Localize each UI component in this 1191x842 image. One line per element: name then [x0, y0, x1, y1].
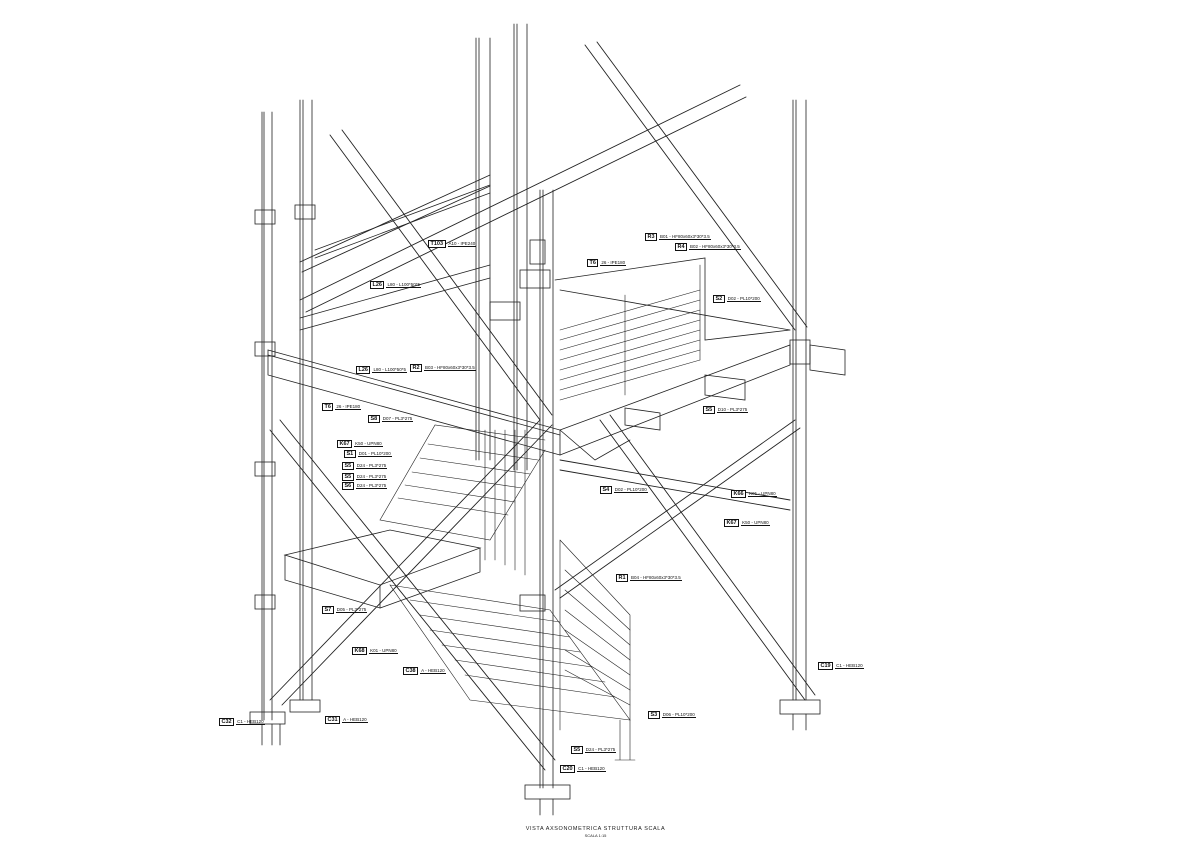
steel-columns	[261, 23, 807, 789]
caption-scale: SCALA 1:15	[584, 833, 607, 838]
caption-title: VISTA AXSONOMETRICA STRUTTURA SCALA	[525, 826, 666, 832]
lower-landing	[283, 529, 482, 609]
base-plates	[249, 699, 821, 816]
upper-landing-frame	[267, 184, 846, 461]
upper-stair-flight	[379, 424, 546, 576]
lower-stair-flight	[389, 539, 636, 761]
connection-plates	[254, 204, 811, 612]
upper-railing	[559, 264, 701, 401]
diagonal-bracing	[269, 41, 816, 771]
drawing-caption: VISTA AXSONOMETRICA STRUTTURA SCALA SCAL…	[0, 826, 1191, 838]
